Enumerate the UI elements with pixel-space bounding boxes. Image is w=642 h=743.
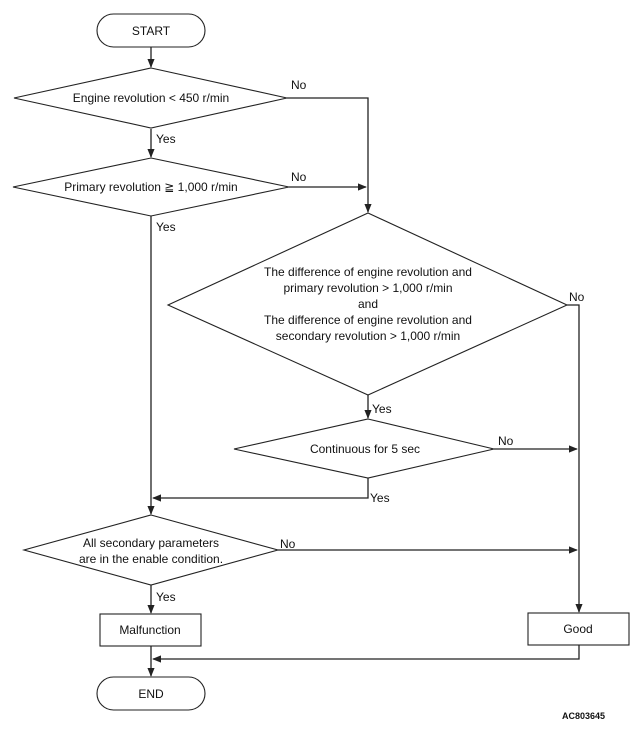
label-d5-yes: Yes [156, 590, 176, 604]
decision-continuous: Continuous for 5 sec [233, 418, 495, 479]
branch-labels: No Yes No Yes No Yes No Yes No Yes [156, 78, 585, 604]
label-d3-no: No [569, 290, 585, 304]
connectors [147, 47, 583, 677]
decision-revolution-difference-line4: The difference of engine revolution and [264, 313, 472, 327]
label-d4-yes: Yes [370, 491, 390, 505]
arrow-d3-no [567, 304, 583, 613]
decision-secondary-parameters: All secondary parameters are in the enab… [21, 514, 281, 586]
decision-secondary-parameters-line1: All secondary parameters [83, 536, 219, 550]
arrow-d4-yes [152, 478, 369, 502]
label-d4-no: No [498, 434, 514, 448]
label-d1-yes: Yes [156, 132, 176, 146]
process-malfunction: Malfunction [99, 613, 202, 647]
process-malfunction-label: Malfunction [119, 623, 180, 637]
decision-revolution-difference-line2: primary revolution > 1,000 r/min [283, 281, 452, 295]
label-d1-no: No [291, 78, 307, 92]
label-d5-no: No [280, 537, 296, 551]
arrow-good-to-end [152, 645, 580, 663]
label-d3-yes: Yes [372, 402, 392, 416]
process-good: Good [527, 612, 630, 646]
decision-engine-revolution: Engine revolution < 450 r/min [13, 67, 288, 129]
decision-primary-revolution-label: Primary revolution ≧ 1,000 r/min [64, 180, 237, 194]
decision-engine-revolution-label: Engine revolution < 450 r/min [73, 91, 229, 105]
label-d2-yes: Yes [156, 220, 176, 234]
end-label: END [138, 687, 164, 701]
decision-secondary-parameters-line2: are in the enable condition. [79, 552, 223, 566]
label-d2-no: No [291, 170, 307, 184]
decision-primary-revolution: Primary revolution ≧ 1,000 r/min [12, 157, 290, 217]
reference-code: AC803645 [562, 711, 605, 721]
decision-revolution-difference: The difference of engine revolution and … [166, 212, 569, 396]
process-good-label: Good [563, 622, 592, 636]
decision-revolution-difference-line5: secondary revolution > 1,000 r/min [276, 329, 460, 343]
end-node: END [96, 676, 206, 711]
arrow-d1-no [287, 97, 372, 213]
start-node: START [96, 13, 206, 48]
decision-revolution-difference-line1: The difference of engine revolution and [264, 265, 472, 279]
decision-revolution-difference-line3: and [358, 297, 378, 311]
decision-continuous-label: Continuous for 5 sec [310, 442, 420, 456]
start-label: START [132, 24, 171, 38]
